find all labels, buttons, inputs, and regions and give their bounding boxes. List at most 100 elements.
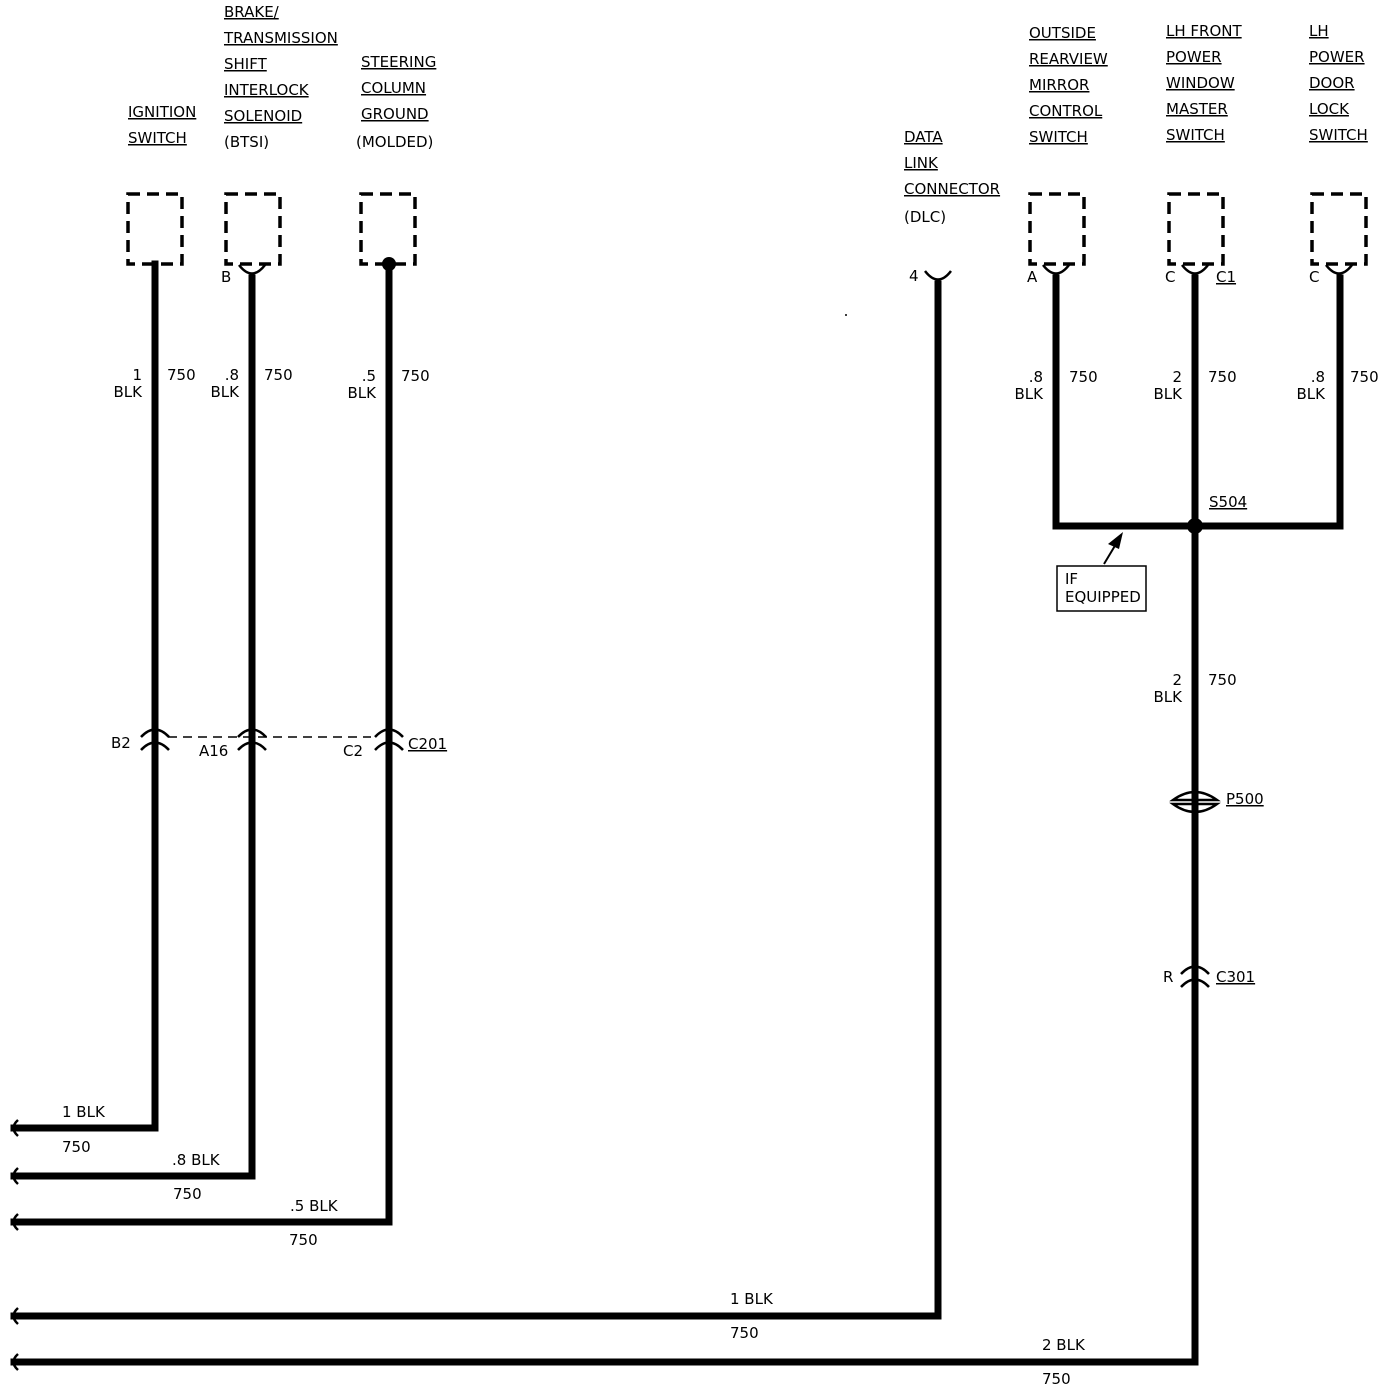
svg-text:MASTER: MASTER: [1166, 100, 1228, 118]
door-lock-switch-label: LH POWER DOOR LOCK SWITCH: [1309, 22, 1368, 144]
svg-text:LINK: LINK: [904, 154, 939, 172]
window-switch-box: [1167, 192, 1225, 266]
svg-text:SWITCH: SWITCH: [1166, 126, 1225, 144]
svg-text:WINDOW: WINDOW: [1166, 74, 1235, 92]
p500-label: P500: [1226, 790, 1264, 808]
mirror-terminal: [1042, 264, 1070, 275]
btsi-wire-spec: .8 BLK 750: [211, 366, 293, 401]
p500-grommet: P500: [1169, 790, 1264, 814]
door-lock-wire-spec: .8 BLK 750: [1297, 368, 1379, 403]
svg-text:POWER: POWER: [1166, 48, 1222, 66]
svg-text:1 BLK: 1 BLK: [730, 1290, 774, 1308]
btsi-pin: B: [221, 268, 231, 286]
svg-text:IF: IF: [1065, 570, 1078, 588]
c201-pin-a16: A16: [199, 742, 228, 760]
svg-text:.5 BLK: .5 BLK: [290, 1197, 339, 1215]
ignition-wire: [10, 260, 159, 1132]
speck: [845, 314, 847, 316]
svg-text:SOLENOID: SOLENOID: [224, 107, 302, 125]
svg-text:STEERING: STEERING: [361, 53, 436, 71]
window-pin: C: [1165, 268, 1175, 286]
svg-text:.8 BLK: .8 BLK: [172, 1151, 221, 1169]
trunk-wire-spec: 2 BLK 750: [1154, 671, 1237, 706]
svg-text:750: 750: [1069, 368, 1098, 386]
mirror-switch-label: OUTSIDE REARVIEW MIRROR CONTROL SWITCH: [1029, 24, 1108, 146]
svg-text:BLK: BLK: [348, 384, 378, 402]
svg-text:1: 1: [132, 366, 142, 384]
svg-text:2: 2: [1172, 671, 1182, 689]
svg-text:CONTROL: CONTROL: [1029, 102, 1103, 120]
svg-text:.5: .5: [362, 367, 376, 385]
btsi-box: [224, 192, 282, 266]
svg-text:IGNITION: IGNITION: [128, 103, 196, 121]
splice-s504-label: S504: [1209, 493, 1247, 511]
svg-text:TRANSMISSION: TRANSMISSION: [223, 29, 338, 47]
door-lock-terminal: [1325, 264, 1353, 275]
svg-text:CONNECTOR: CONNECTOR: [904, 180, 1000, 198]
svg-text:750: 750: [289, 1231, 318, 1249]
svg-text:SWITCH: SWITCH: [1029, 128, 1088, 146]
steering-column-ground-label: STEERING COLUMN GROUND (MOLDED): [356, 53, 436, 151]
svg-text:BLK: BLK: [1154, 688, 1184, 706]
dlc-wire: [10, 280, 942, 1320]
svg-text:COLUMN: COLUMN: [361, 79, 426, 97]
svg-text:BLK: BLK: [1015, 385, 1045, 403]
c201-connector: B2 A16 C2 C201: [111, 728, 447, 760]
c301-connector: R C301: [1163, 965, 1255, 988]
svg-text:750: 750: [173, 1185, 202, 1203]
svg-text:LOCK: LOCK: [1309, 100, 1350, 118]
ignition-switch-label: IGNITION SWITCH: [128, 103, 196, 147]
window-connector: C1: [1216, 268, 1236, 286]
if-equipped-note: IF EQUIPPED: [1056, 532, 1147, 612]
bottom-wire-label-2: .8 BLK 750: [172, 1151, 221, 1203]
svg-text:INTERLOCK: INTERLOCK: [224, 81, 310, 99]
bottom-wire-label-4: 1 BLK 750: [730, 1290, 774, 1342]
dlc-label: DATA LINK CONNECTOR (DLC): [904, 128, 1000, 226]
ignition-wire-spec: 1 BLK 750: [114, 366, 196, 401]
svg-text:750: 750: [730, 1324, 759, 1342]
svg-text:750: 750: [1208, 671, 1237, 689]
svg-text:1 BLK: 1 BLK: [62, 1103, 106, 1121]
svg-text:2: 2: [1172, 368, 1182, 386]
svg-text:750: 750: [1350, 368, 1379, 386]
mirror-switch-box: [1028, 192, 1086, 266]
svg-text:LH: LH: [1309, 22, 1329, 40]
svg-text:BLK: BLK: [1297, 385, 1327, 403]
svg-text:MIRROR: MIRROR: [1029, 76, 1089, 94]
svg-text:SWITCH: SWITCH: [128, 129, 187, 147]
svg-text:BLK: BLK: [114, 383, 144, 401]
svg-text:2 BLK: 2 BLK: [1042, 1336, 1086, 1354]
svg-text:BLK: BLK: [1154, 385, 1184, 403]
bottom-wire-label-3: .5 BLK 750: [289, 1197, 339, 1249]
svg-text:.8: .8: [1311, 368, 1325, 386]
dlc-terminal: [924, 270, 952, 281]
svg-text:OUTSIDE: OUTSIDE: [1029, 24, 1096, 42]
svg-text:(DLC): (DLC): [904, 208, 946, 226]
mirror-wire-spec: .8 BLK 750: [1015, 368, 1098, 403]
svg-text:750: 750: [401, 367, 430, 385]
c201-pin-b2: B2: [111, 734, 131, 752]
door-lock-pin: C: [1309, 268, 1319, 286]
window-terminal: [1181, 264, 1209, 275]
btsi-label: BRAKE/ TRANSMISSION SHIFT INTERLOCK SOLE…: [223, 3, 338, 151]
steering-ground-box: [359, 192, 417, 266]
window-trunk-wire: [10, 274, 1199, 1366]
door-lock-switch-box: [1310, 192, 1368, 266]
svg-text:.8: .8: [225, 366, 239, 384]
svg-text:GROUND: GROUND: [361, 105, 429, 123]
wire-end-arrows: [12, 1119, 19, 1371]
svg-text:DATA: DATA: [904, 128, 943, 146]
c201-pin-c2: C2: [343, 742, 363, 760]
ignition-switch-box: [126, 192, 184, 266]
svg-text:750: 750: [167, 366, 196, 384]
bottom-wire-label-5: 2 BLK 750: [1042, 1336, 1086, 1388]
dlc-pin: 4: [909, 267, 919, 285]
svg-text:POWER: POWER: [1309, 48, 1365, 66]
btsi-wire: [10, 274, 256, 1180]
window-switch-label: LH FRONT POWER WINDOW MASTER SWITCH: [1166, 22, 1242, 144]
svg-text:DOOR: DOOR: [1309, 74, 1355, 92]
svg-text:750: 750: [1208, 368, 1237, 386]
c301-pin: R: [1163, 968, 1173, 986]
svg-text:BRAKE/: BRAKE/: [224, 3, 280, 21]
